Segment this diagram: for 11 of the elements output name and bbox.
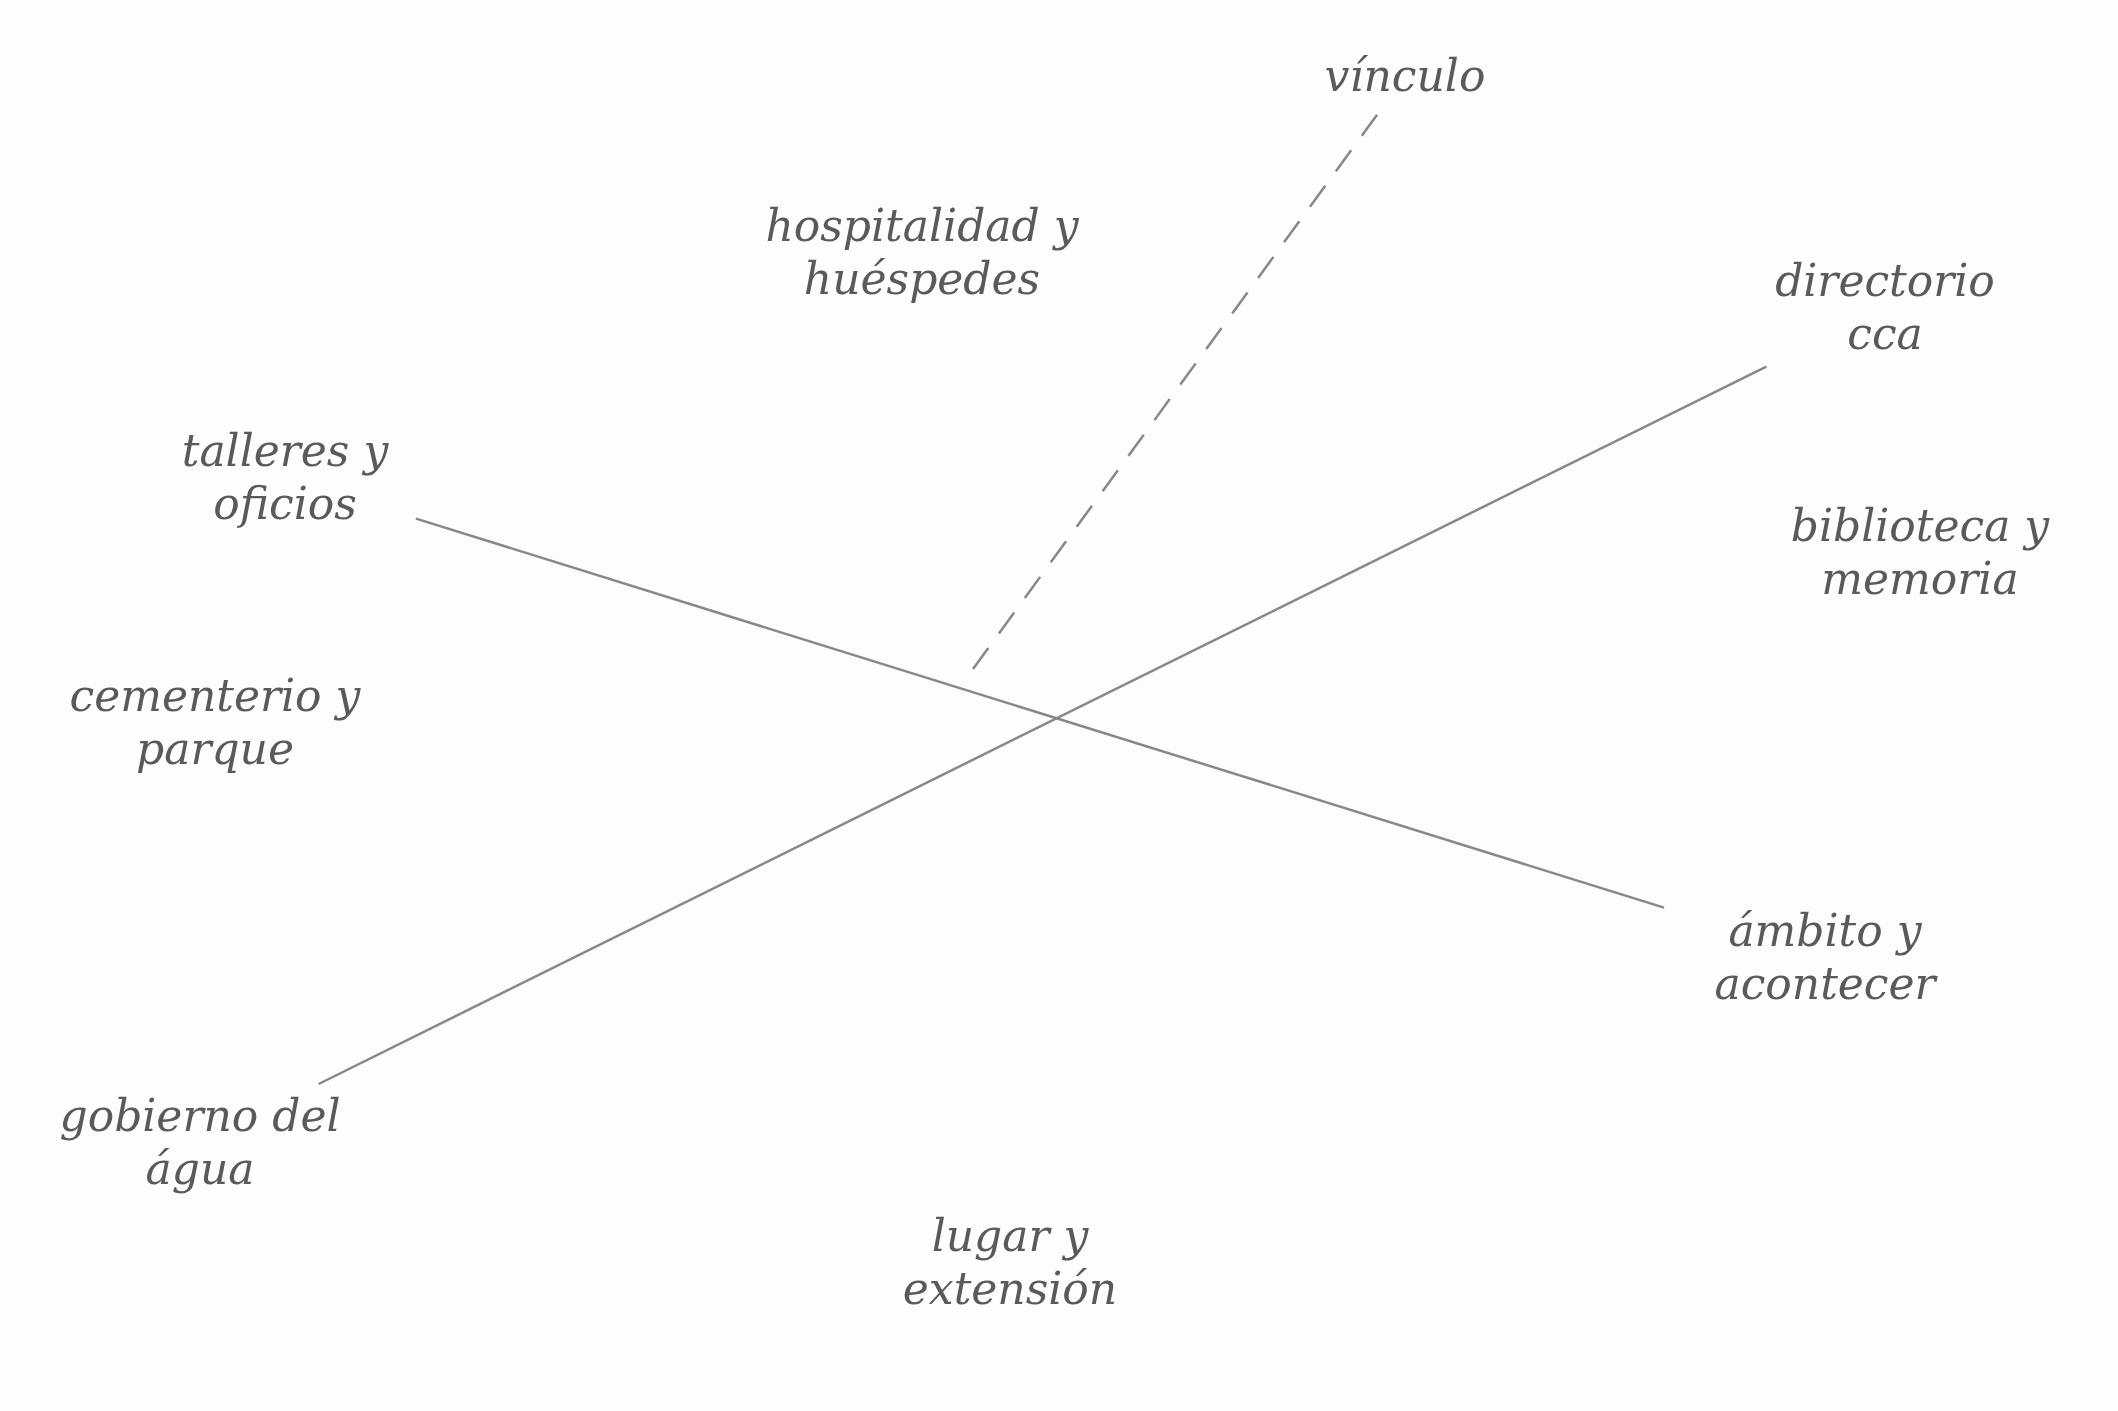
- handwritten-text: ámbito y acontecer: [1670, 905, 1980, 1011]
- pencil-line: [318, 365, 1767, 1086]
- handwritten-text: vínculo: [1290, 50, 1520, 103]
- handwritten-text: directorio cca: [1745, 255, 2025, 361]
- handwritten-text: cementerio y parque: [20, 670, 410, 776]
- handwritten-text: gobierno del água: [30, 1090, 370, 1196]
- handwritten-text: biblioteca y memoria: [1750, 500, 2090, 606]
- pencil-line: [415, 517, 1665, 909]
- handwritten-text: hospitalidad y huéspedes: [757, 200, 1087, 306]
- handwritten-text: lugar y extensión: [860, 1210, 1160, 1316]
- handwritten-text: talleres y oficios: [160, 425, 410, 531]
